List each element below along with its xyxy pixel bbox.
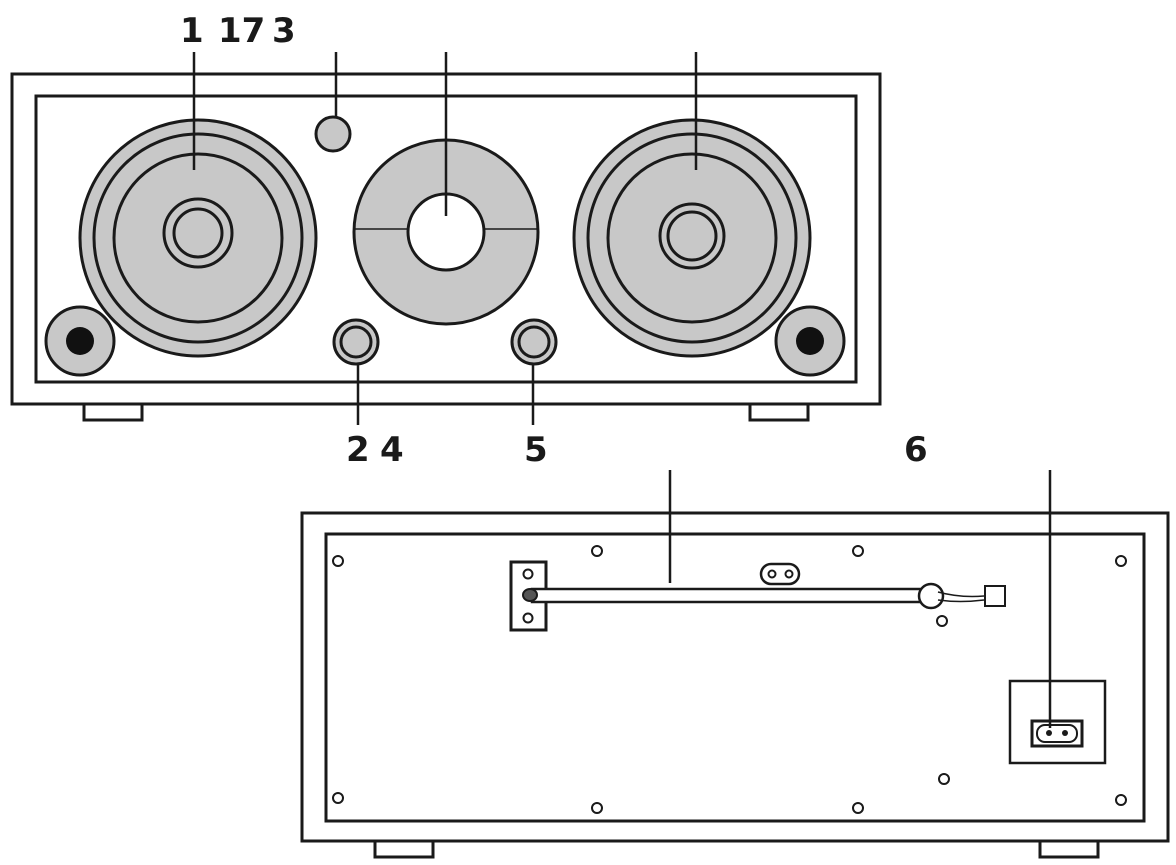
antenna-connector xyxy=(984,585,1006,607)
right-speaker xyxy=(572,118,812,358)
screw xyxy=(332,792,344,804)
knob-left xyxy=(332,318,380,366)
figure-eight-symbol xyxy=(759,562,801,586)
screw xyxy=(1115,794,1127,806)
rear-foot-left xyxy=(373,839,435,859)
screw xyxy=(852,545,864,557)
rear-panel-inner xyxy=(324,532,1146,823)
screw xyxy=(1115,555,1127,567)
front-foot-left xyxy=(82,402,144,422)
rear-screws xyxy=(332,545,1127,814)
callout-4: 4 xyxy=(380,430,404,470)
left-bass-port xyxy=(44,305,116,377)
screw xyxy=(936,615,948,627)
front-foot-right xyxy=(748,402,810,422)
callout-1: 1 xyxy=(180,11,204,51)
front-view xyxy=(10,52,882,425)
screw xyxy=(591,545,603,557)
screw xyxy=(938,773,950,785)
rear-foot-right xyxy=(1038,839,1100,859)
screw xyxy=(591,802,603,814)
rear-cabinet-outer xyxy=(300,511,1170,843)
ir-sensor xyxy=(314,115,352,153)
callout-6: 6 xyxy=(904,430,928,470)
callout-17: 17 xyxy=(218,11,265,51)
power-socket xyxy=(1008,679,1107,765)
center-control-ring xyxy=(352,138,540,326)
screw xyxy=(852,802,864,814)
knob-right xyxy=(510,318,558,366)
left-speaker xyxy=(78,118,318,358)
right-bass-port xyxy=(774,305,846,377)
screw xyxy=(332,555,344,567)
callout-5: 5 xyxy=(524,430,548,470)
telescopic-antenna xyxy=(522,582,1006,610)
rear-view xyxy=(300,470,1170,859)
callout-2: 2 xyxy=(346,430,370,470)
callout-3: 3 xyxy=(272,11,296,51)
